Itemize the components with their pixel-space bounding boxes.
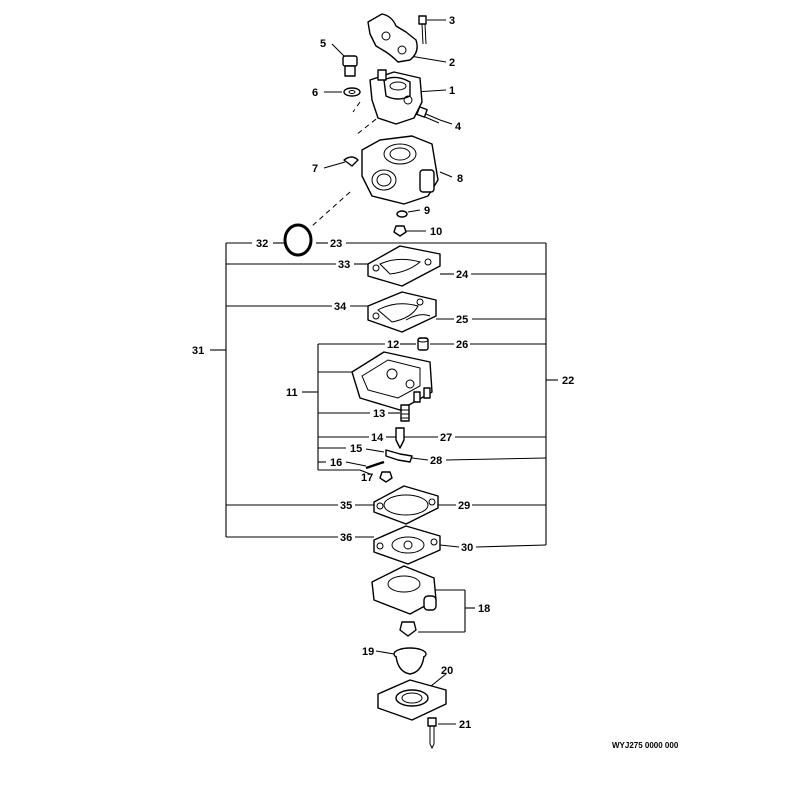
part-oring-9: [396, 210, 408, 218]
callout-30: 30: [461, 542, 473, 554]
callout-23: 23: [330, 238, 342, 250]
part-screw-21: [427, 717, 437, 750]
part-needle-14-27: [395, 427, 405, 449]
callout-8: 8: [457, 173, 463, 185]
callout-1: 1: [449, 85, 455, 97]
part-spring-13: [400, 404, 410, 422]
part-cover-1: [369, 69, 423, 125]
callout-27: 27: [440, 432, 452, 444]
part-retainer-20: [377, 679, 447, 721]
part-ring-32: [283, 223, 313, 257]
callout-29: 29: [458, 500, 470, 512]
callout-34: 34: [334, 301, 347, 313]
part-body-8: [361, 135, 439, 205]
part-primer-bulb-19: [393, 647, 427, 675]
part-screw-4: [416, 106, 441, 124]
part-cover-18: [371, 565, 437, 637]
callout-16: 16: [330, 457, 342, 469]
part-screw-3: [418, 15, 427, 45]
part-clip-7: [343, 156, 359, 167]
callout-32: 32: [256, 238, 268, 250]
part-gasket-35-29: [373, 485, 439, 525]
callout-22: 22: [562, 375, 574, 387]
callout-35: 35: [340, 500, 352, 512]
drawing-code: WYJ275 0000 000: [612, 741, 679, 750]
part-lever-15-28: [385, 449, 413, 463]
part-cap-12-26: [417, 337, 429, 351]
callout-18: 18: [478, 603, 490, 615]
part-pump-body-11: [351, 351, 433, 411]
callout-28: 28: [430, 455, 442, 467]
callout-3: 3: [449, 15, 455, 27]
callout-4: 4: [455, 121, 462, 133]
callout-5: 5: [320, 38, 326, 50]
callout-19: 19: [362, 646, 374, 658]
callout-25: 25: [456, 314, 468, 326]
callout-11: 11: [286, 387, 298, 399]
part-screw-10: [393, 225, 407, 237]
callout-10: 10: [430, 226, 442, 238]
part-diaphragm-36-30: [373, 525, 441, 565]
part-gasket-34-25: [367, 291, 437, 333]
callout-31: 31: [192, 345, 204, 357]
callout-20: 20: [441, 665, 453, 677]
callout-9: 9: [424, 205, 430, 217]
part-washer-6: [343, 87, 361, 97]
callout-24: 24: [456, 269, 469, 281]
callout-14: 14: [371, 432, 384, 444]
callout-12: 12: [387, 339, 399, 351]
callout-7: 7: [312, 163, 318, 175]
callout-2: 2: [449, 57, 455, 69]
part-pin-16: [365, 460, 385, 470]
part-bracket-2: [367, 13, 418, 63]
callout-6: 6: [312, 87, 318, 99]
callout-26: 26: [456, 339, 468, 351]
part-plug-5: [342, 55, 358, 77]
callout-33: 33: [338, 259, 350, 271]
part-screw-17: [379, 471, 393, 483]
callout-17: 17: [361, 472, 373, 484]
callout-21: 21: [459, 719, 471, 731]
callout-labels: 1 2 3 4 5 6 7 8 9 10 11 12 13 14 15 16 1…: [192, 15, 574, 731]
part-gasket-33-24: [367, 245, 441, 287]
leader-lines: [210, 19, 558, 725]
callout-13: 13: [373, 408, 385, 420]
callout-36: 36: [340, 532, 352, 544]
callout-15: 15: [350, 443, 362, 455]
